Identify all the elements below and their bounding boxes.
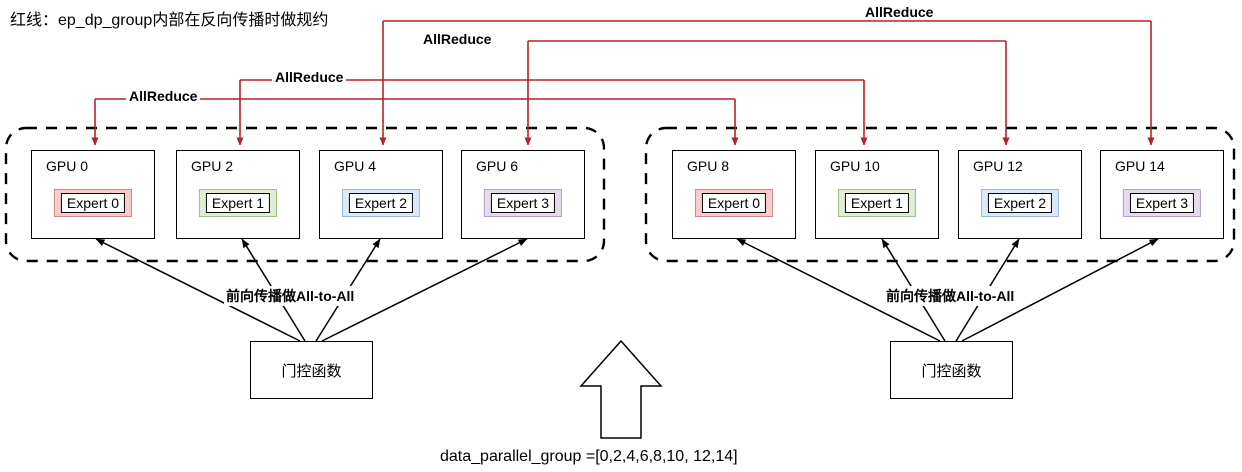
- expert-label: Expert 2: [348, 193, 414, 213]
- expert-badge[interactable]: Expert 0: [53, 189, 133, 217]
- expert-badge[interactable]: Expert 1: [198, 189, 278, 217]
- gpu-label: GPU 2: [191, 158, 234, 174]
- allreduce-label-1: AllReduce: [126, 89, 201, 103]
- ep-group-boundary-right: [644, 126, 1236, 263]
- expert-label: Expert 0: [60, 193, 126, 213]
- gpu-card-10[interactable]: GPU 10 Expert 1: [815, 150, 939, 239]
- all-to-all-label-right: 前向传播做All-to-All: [884, 286, 1017, 306]
- expert-label: Expert 2: [987, 193, 1053, 213]
- gating-function-right[interactable]: 门控函数: [890, 341, 1013, 399]
- gpu-card-0[interactable]: GPU 0 Expert 0: [31, 150, 155, 239]
- gpu-label: GPU 6: [476, 158, 519, 174]
- gpu-label: GPU 0: [46, 158, 89, 174]
- expert-label: Expert 3: [490, 193, 556, 213]
- gpu-label: GPU 14: [1115, 158, 1165, 174]
- expert-label: Expert 3: [1129, 193, 1195, 213]
- gpu-card-12[interactable]: GPU 12 Expert 2: [958, 150, 1082, 239]
- gpu-card-4[interactable]: GPU 4 Expert 2: [319, 150, 443, 239]
- gpu-card-6[interactable]: GPU 6 Expert 3: [461, 150, 585, 239]
- expert-label: Expert 1: [205, 193, 271, 213]
- expert-label: Expert 1: [844, 193, 910, 213]
- expert-label: Expert 0: [701, 193, 767, 213]
- expert-badge[interactable]: Expert 1: [837, 189, 917, 217]
- gpu-label: GPU 4: [334, 158, 377, 174]
- allreduce-label-4: AllReduce: [862, 5, 937, 19]
- page-title: 红线：ep_dp_group内部在反向传播时做规约: [10, 12, 329, 29]
- gpu-label: GPU 10: [830, 158, 880, 174]
- all-to-all-label-left: 前向传播做All-to-All: [224, 286, 357, 306]
- gating-function-left[interactable]: 门控函数: [250, 341, 373, 399]
- gpu-label: GPU 8: [687, 158, 730, 174]
- expert-badge[interactable]: Expert 3: [483, 189, 563, 217]
- gpu-label: GPU 12: [973, 158, 1023, 174]
- data-parallel-up-arrow: [579, 339, 663, 439]
- ep-group-boundary-left: [4, 126, 606, 263]
- allreduce-label-3: AllReduce: [420, 32, 495, 46]
- allreduce-label-2: AllReduce: [272, 70, 347, 84]
- data-parallel-group-label: data_parallel_group =[0,2,4,6,8,10, 12,1…: [440, 448, 738, 465]
- allreduce-path-expert2: [524, 40, 1010, 146]
- allreduce-path-expert1: [236, 79, 868, 146]
- gpu-card-8[interactable]: GPU 8 Expert 0: [672, 150, 796, 239]
- expert-badge[interactable]: Expert 2: [341, 189, 421, 217]
- expert-badge[interactable]: Expert 2: [980, 189, 1060, 217]
- expert-badge[interactable]: Expert 3: [1122, 189, 1202, 217]
- gpu-card-14[interactable]: GPU 14 Expert 3: [1100, 150, 1224, 239]
- allreduce-path-expert3: [379, 20, 1155, 146]
- allreduce-path-expert0: [91, 98, 739, 146]
- expert-badge[interactable]: Expert 0: [694, 189, 774, 217]
- gpu-card-2[interactable]: GPU 2 Expert 1: [176, 150, 300, 239]
